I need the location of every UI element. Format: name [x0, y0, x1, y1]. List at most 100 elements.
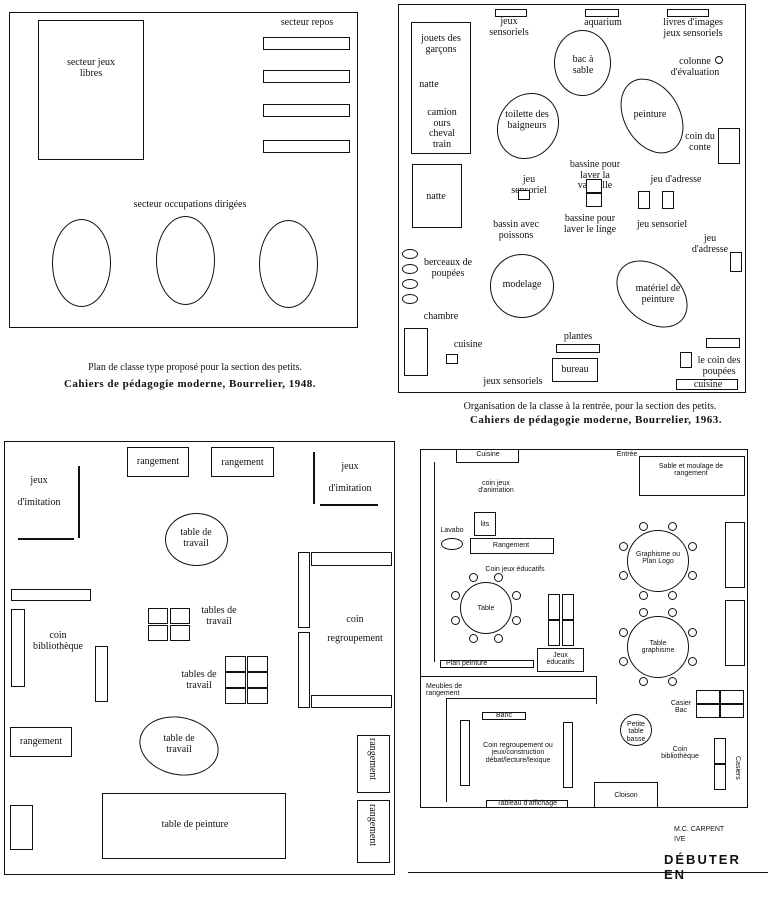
free-play-zone — [38, 20, 144, 160]
cradles-label: berceaux de poupées — [423, 257, 473, 279]
rest-bed-4 — [263, 140, 350, 153]
chair — [687, 656, 697, 666]
plan-1948-frame — [9, 12, 358, 328]
lavabo-label: Lavabo — [440, 527, 464, 534]
table-cell-b6 — [247, 688, 268, 704]
lavabo-basin — [441, 538, 463, 550]
picture-books-box — [667, 9, 709, 17]
banc-label: Banc — [496, 712, 512, 719]
work-tables1-label: tables de travail — [201, 605, 237, 627]
cradle-3 — [402, 279, 418, 289]
doll-corner-box1 — [706, 338, 740, 348]
eval-column-label: colonne d'évaluation — [670, 56, 720, 78]
rest-bed-3 — [263, 104, 350, 117]
storage-shelf — [470, 538, 554, 554]
chair — [667, 522, 677, 532]
closet-box — [594, 782, 658, 808]
graphics-table — [627, 530, 689, 592]
modeling-table — [490, 254, 554, 318]
sensory-game-box — [518, 190, 530, 200]
chair — [451, 616, 460, 626]
partition-low-v — [446, 698, 448, 802]
partition-mid-v — [596, 676, 598, 704]
tale-corner-label: coin du conte — [685, 131, 715, 153]
chair — [451, 590, 460, 600]
cupboard-3 — [696, 704, 720, 718]
round-table — [460, 582, 512, 634]
directed-label: secteur occupations dirigées — [133, 199, 247, 210]
regroup-bench-bottom — [311, 695, 392, 708]
plan-1963-frame — [398, 4, 746, 393]
sand-label: Sable et moulage de rangement — [658, 463, 724, 478]
educational-label: Coin jeux éducatifs — [485, 566, 545, 573]
plan-4-frame — [420, 449, 748, 808]
table-cell-b3 — [225, 672, 246, 688]
imitation-left-wall-v — [78, 466, 80, 538]
chair — [667, 608, 677, 618]
plan1-caption: Plan de classe type proposé pour la sect… — [88, 362, 302, 373]
chair — [667, 590, 677, 600]
basin-laundry — [586, 193, 602, 207]
free-play-label: secteur jeux libres — [66, 57, 116, 79]
storage4-label2: Rangement — [492, 542, 530, 549]
cupboard-2 — [720, 690, 744, 704]
imitation-right-wall-h — [320, 504, 378, 506]
basin-laundry-label: bassine pour laver le linge — [563, 213, 617, 235]
work-table2-label: table de travail — [163, 733, 195, 755]
partition-left — [434, 462, 436, 662]
address-game-box2 — [662, 191, 674, 209]
plan2-caption: Organisation de la classe à la rentrée, … — [463, 401, 717, 412]
kitchen2-box — [676, 379, 738, 390]
kitchen2-label: cuisine — [693, 379, 723, 390]
partition-low-h — [446, 698, 596, 700]
table-cell-b2 — [247, 656, 268, 672]
banner-header: DÉBUTER EN — [664, 852, 741, 882]
sandbox-label: bac à sable — [572, 54, 594, 76]
bench-left — [11, 589, 91, 601]
library-label: coin bibliothèque — [33, 630, 83, 652]
round-table-label: Table — [477, 605, 495, 612]
cradle-2 — [402, 264, 418, 274]
chair — [687, 628, 697, 638]
regroup4-label: Coin regroupement ou jeux/construction d… — [483, 742, 553, 764]
plan1-source: Cahiers de pédagogie moderne, Bourrelier… — [63, 378, 317, 390]
storage5-label: rangement — [367, 804, 378, 847]
paint-plan-box — [440, 660, 534, 668]
chair — [511, 590, 521, 600]
edu-games-box — [537, 648, 584, 672]
closet-label: Cloison — [614, 792, 638, 799]
chair — [619, 628, 629, 638]
bedroom-label: chambre — [423, 311, 459, 322]
plants-box — [556, 344, 600, 353]
aquarium-box — [585, 9, 619, 17]
cradle-4 — [402, 294, 418, 304]
directed-table-1 — [52, 219, 111, 307]
kitchen-counter — [456, 449, 519, 463]
modeling-label: modelage — [502, 279, 542, 290]
sensory-bottom-label: jeux sensoriels — [483, 376, 543, 387]
natte-label: natte — [419, 79, 439, 90]
storage1-box — [127, 447, 189, 477]
credit-label: M.C. CARPENT — [674, 826, 725, 833]
animation-label: coin jeux d'animation — [478, 480, 514, 495]
chair — [639, 522, 649, 532]
storage5-box — [357, 800, 390, 863]
picture-books-label: livres d'images jeux sensoriels — [663, 17, 723, 39]
kitchen-box — [446, 354, 458, 364]
edu-games-label: Jeux éducatifs — [546, 652, 575, 667]
chair — [619, 570, 629, 580]
cradle-1 — [402, 249, 418, 259]
credit2-label: IVE — [674, 836, 686, 843]
graphics-table-2 — [627, 616, 689, 678]
natte2-label: natte — [426, 191, 446, 202]
table-cell-a3 — [148, 625, 168, 641]
address-game-label: jeu d'adresse — [650, 174, 702, 185]
natte2-mat — [412, 164, 462, 228]
storage1-label: rangement — [136, 456, 180, 467]
entry-label: Entrée — [616, 451, 638, 458]
chair — [511, 616, 521, 626]
desk-box — [552, 358, 598, 382]
directed-table-2 — [156, 216, 215, 305]
address-game2-box — [730, 252, 742, 272]
aquarium-label: aquarium — [584, 17, 622, 28]
